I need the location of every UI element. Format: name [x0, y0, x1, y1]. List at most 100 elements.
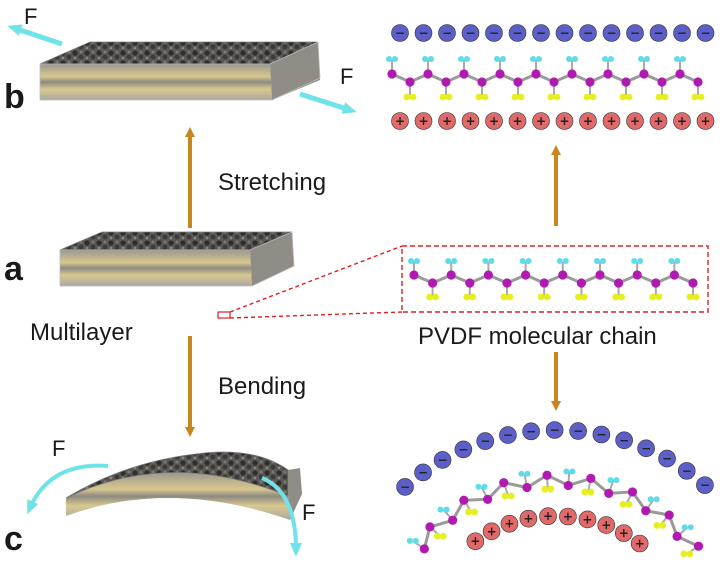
- ion-circle: [630, 534, 649, 553]
- fluorine-atom: [465, 508, 472, 516]
- positive-ion: +: [414, 112, 433, 130]
- bent-film: [65, 451, 302, 520]
- carbon-atom: [651, 278, 661, 288]
- fluorine-atom: [445, 93, 453, 101]
- carbon-atom: [542, 470, 552, 480]
- hydrogen-atom: [525, 258, 532, 264]
- hydrogen-atom: [563, 468, 570, 475]
- carbon-atom: [688, 278, 698, 288]
- ion-circle: [579, 24, 597, 42]
- carbon-atom: [693, 541, 704, 551]
- fluorine-atom: [587, 488, 595, 496]
- fluorine-atom: [619, 93, 627, 101]
- positive-ion: +: [597, 516, 616, 534]
- positive-ion: +: [500, 514, 519, 533]
- negative-ion: −: [658, 449, 676, 468]
- carbon-atom: [419, 544, 429, 554]
- stretching-label: Stretching: [218, 169, 326, 196]
- fluorine-atom: [625, 93, 633, 101]
- carbon-atom: [672, 531, 682, 542]
- carbon-atom: [539, 278, 549, 288]
- ion-circle: [433, 451, 452, 469]
- ion-circle: [539, 507, 557, 526]
- chain-backbone: [391, 72, 699, 84]
- positive-ion: +: [539, 507, 557, 526]
- zoom-source-box: [217, 311, 231, 319]
- ion-circle: [414, 463, 432, 482]
- ion-sign: −: [641, 441, 651, 455]
- fluorine-atom: [697, 93, 705, 101]
- hydrogen-atom: [536, 56, 542, 62]
- fluorine-atom: [686, 550, 694, 558]
- carbon-atom: [664, 510, 674, 520]
- fluorine-atom: [501, 492, 509, 500]
- ion-sign: +: [653, 114, 663, 128]
- carbon-atom: [425, 522, 435, 532]
- fluorine-atom: [612, 293, 619, 301]
- ion-circle: [499, 426, 517, 444]
- hydrogen-atom: [556, 258, 563, 264]
- ion-sign: −: [559, 26, 569, 40]
- ion-sign: +: [563, 509, 573, 523]
- negative-ion: −: [579, 24, 597, 42]
- ion-sign: +: [559, 114, 569, 128]
- negative-ion: −: [438, 24, 456, 42]
- ion-sign: −: [573, 424, 583, 438]
- force-arrow-b-right: [299, 91, 357, 114]
- carbon-atom: [459, 69, 469, 79]
- ion-circle: [508, 24, 527, 42]
- ion-circle: [461, 24, 480, 42]
- ion-sign: −: [458, 442, 468, 456]
- carbon-atom: [409, 270, 419, 280]
- hydrogen-atom: [668, 258, 675, 264]
- fluorine-atom: [475, 93, 483, 101]
- negative-ion: −: [626, 24, 644, 42]
- ion-sign: +: [512, 114, 522, 128]
- ion-sign: +: [470, 534, 480, 548]
- ion-circle: [677, 462, 696, 480]
- ion-circle: [508, 112, 527, 130]
- negative-ion: −: [592, 425, 611, 444]
- hydrogen-atom: [687, 524, 694, 531]
- pvdf-chain-relaxed: [408, 258, 700, 301]
- force-label-c-left: F: [52, 436, 65, 461]
- carbon-atom: [502, 278, 512, 288]
- negative-ion: −: [396, 478, 414, 496]
- positive-ion: +: [673, 112, 691, 130]
- ion-sign: −: [619, 433, 629, 447]
- ion-sign: −: [418, 26, 428, 40]
- ion-sign: −: [682, 464, 692, 478]
- ion-circle: [578, 510, 597, 529]
- carbon-atom: [641, 506, 651, 516]
- ion-circle: [438, 24, 456, 42]
- ion-circle: [673, 112, 691, 130]
- carbon-atom: [459, 495, 469, 505]
- fluorine-atom: [692, 293, 700, 301]
- hydrogen-atom: [428, 56, 434, 62]
- carbon-atom: [675, 69, 685, 79]
- carbon-atom: [549, 77, 559, 87]
- ion-circle: [658, 449, 676, 468]
- ion-circle: [438, 112, 456, 130]
- hydrogen-atom: [458, 56, 464, 62]
- negative-ion: −: [637, 439, 655, 458]
- ion-sign: +: [700, 114, 710, 128]
- ion-circle: [649, 24, 668, 42]
- positive-ion-arc-bent: ++++++++++: [466, 507, 649, 553]
- carbon-atom: [387, 69, 397, 79]
- carbon-atom: [499, 478, 509, 488]
- fluorine-atom: [655, 93, 663, 101]
- negative-ion: −: [414, 463, 432, 482]
- positive-ion: +: [519, 509, 538, 528]
- multilayer-label: Multilayer: [30, 319, 133, 346]
- negative-ion: −: [461, 24, 480, 42]
- ion-sign: +: [489, 114, 499, 128]
- ion-circle: [696, 112, 715, 130]
- ion-circle: [559, 507, 577, 526]
- ion-circle: [454, 440, 473, 459]
- ion-sign: −: [400, 480, 410, 494]
- hydrogen-atom: [572, 56, 578, 62]
- hydrogen-atom: [569, 468, 576, 475]
- hydrogen-atom: [602, 56, 608, 62]
- ion-sign: +: [536, 114, 546, 128]
